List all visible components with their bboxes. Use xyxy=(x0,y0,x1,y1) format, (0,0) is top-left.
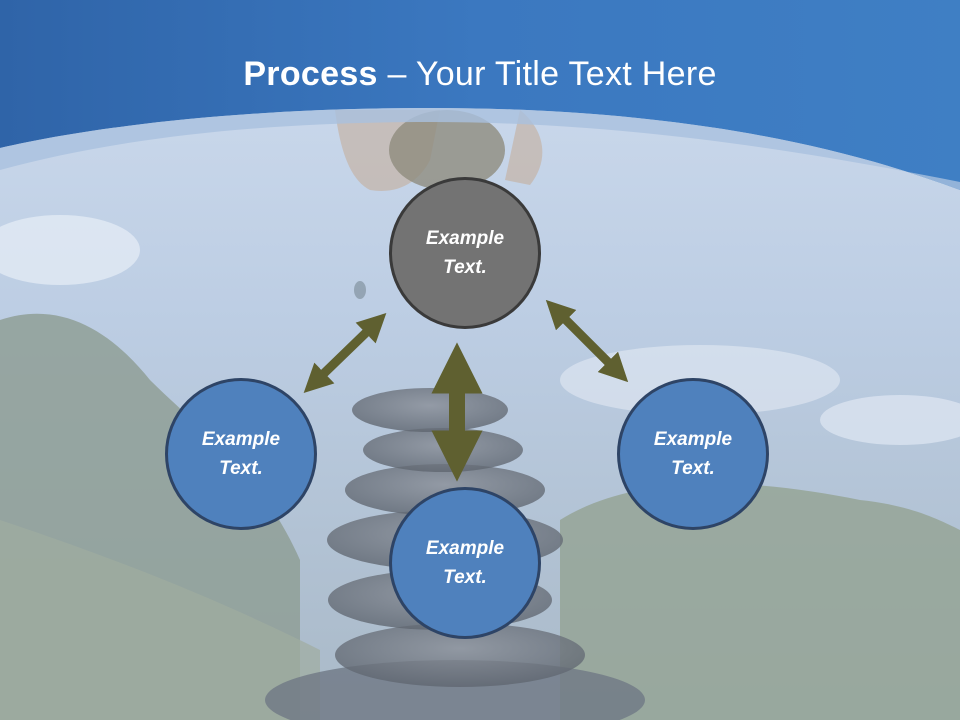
title-rest: – Your Title Text Here xyxy=(377,55,717,93)
node-top-label: Example Text. xyxy=(425,228,505,278)
right-double-arrow xyxy=(545,299,629,383)
node-left-label: Example Text. xyxy=(201,429,281,479)
node-bottom-label: Example Text. xyxy=(425,538,505,588)
left-double-arrow xyxy=(303,312,387,394)
process-node-bottom[interactable]: Example Text. xyxy=(389,487,541,639)
process-node-right[interactable]: Example Text. xyxy=(617,378,769,530)
title-bold: Process xyxy=(243,55,378,93)
slide-title: Process – Your Title Text Here xyxy=(0,52,960,96)
process-node-left[interactable]: Example Text. xyxy=(165,378,317,530)
node-right-label: Example Text. xyxy=(653,429,733,479)
process-node-top[interactable]: Example Text. xyxy=(389,177,541,329)
